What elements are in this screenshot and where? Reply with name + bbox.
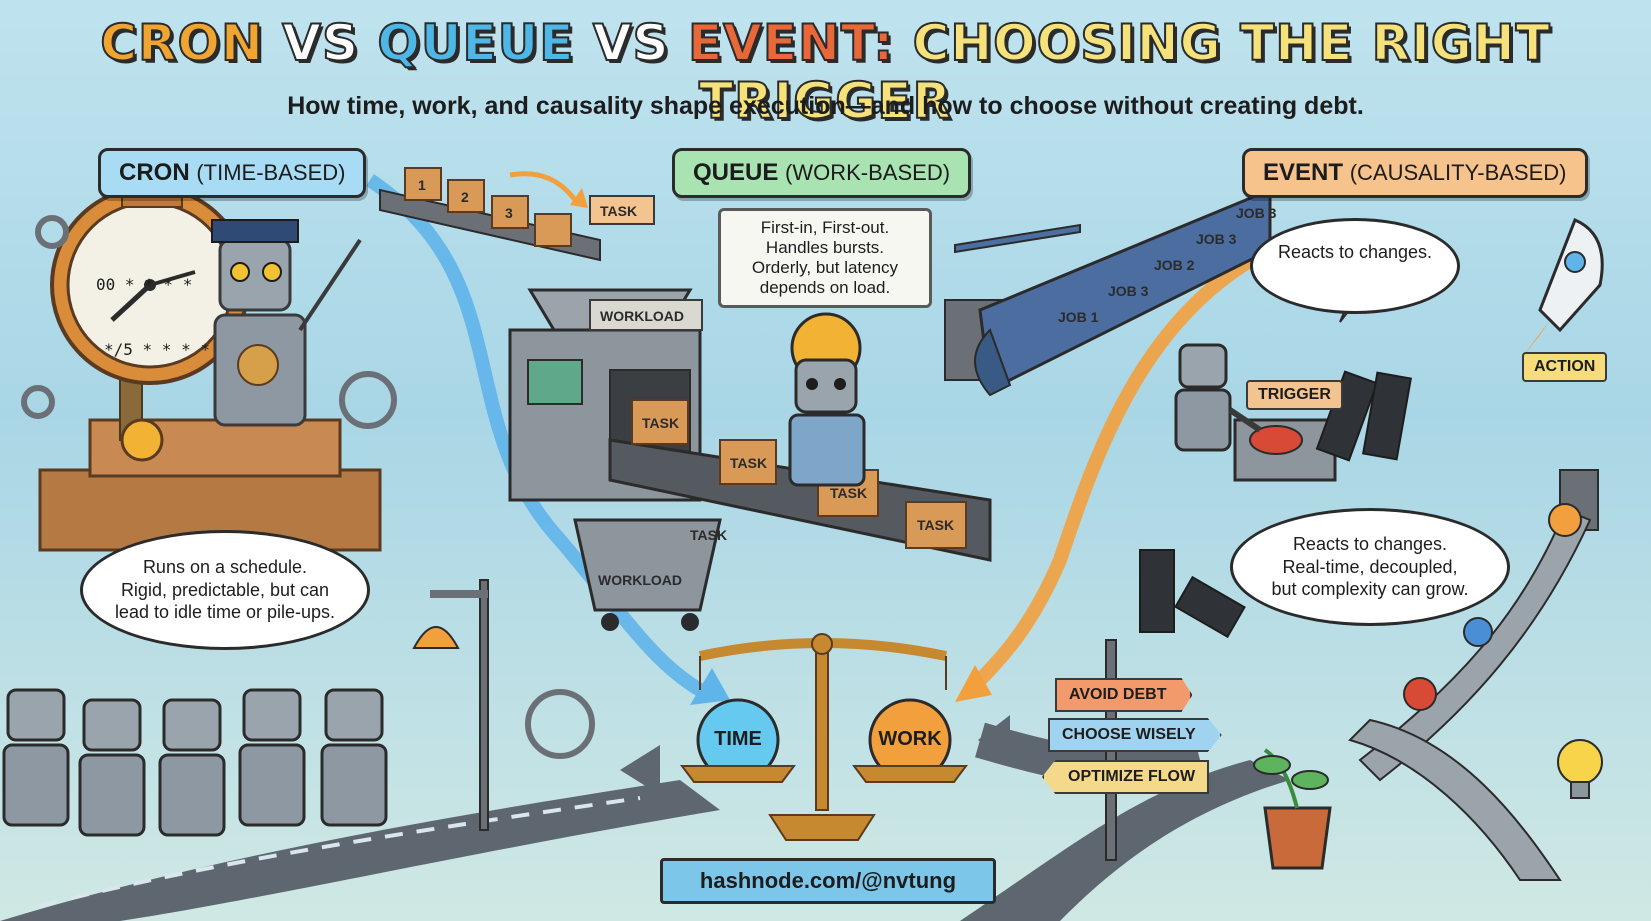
- scale-time-label: TIME: [714, 728, 762, 750]
- cron-line-2: Rigid, predictable, but can: [120, 579, 330, 600]
- scale-work-label: WORK: [878, 728, 942, 750]
- robot-conductor: [211, 219, 362, 427]
- event-react-bubble: Reacts to changes.: [1250, 218, 1460, 314]
- author-url-banner[interactable]: hashnode.com/@nvtung: [660, 858, 996, 904]
- robot-crowd: [2, 688, 388, 837]
- box-1-label: 1: [418, 177, 426, 193]
- gear-icons: [21, 215, 595, 759]
- road-left: [0, 780, 720, 921]
- task-tag-top-label: TASK: [600, 203, 637, 219]
- event-line-2: Real-time, decoupled,: [1282, 556, 1458, 577]
- section-event-name: EVENT: [1263, 159, 1344, 186]
- event-line-3: but complexity can grow.: [1271, 579, 1469, 600]
- queue-machine: [508, 288, 992, 631]
- ball-track: [1348, 469, 1599, 881]
- title-vs-2: VS: [592, 13, 670, 73]
- clock-cron-2: */5 * * * *: [104, 340, 210, 359]
- section-queue-name: QUEUE: [693, 159, 779, 186]
- section-event-qualifier: (CAUSALITY-BASED): [1349, 160, 1567, 185]
- queue-description-sign: First-in, First-out. Handles bursts. Ord…: [718, 208, 932, 308]
- workload-top-label: WORKLOAD: [600, 308, 684, 324]
- cron-line-3: lead to idle time or pile-ups.: [114, 602, 336, 623]
- balance-scale: [680, 633, 968, 841]
- conveyor-top: [379, 167, 601, 262]
- road-sign-choose-wisely: CHOOSE WISELY: [1048, 718, 1222, 752]
- trigger-tag: TRIGGER: [1246, 380, 1343, 410]
- task-label-5: TASK: [690, 527, 727, 543]
- queue-line-2: Handles bursts.: [765, 238, 885, 257]
- action-tag: ACTION: [1522, 352, 1608, 382]
- rocket: [1520, 218, 1604, 360]
- section-label-event: EVENT (CAUSALITY-BASED): [1242, 148, 1588, 198]
- title-event: EVENT:: [687, 13, 895, 73]
- train-car-5-label: JOB 3: [1236, 205, 1277, 221]
- section-cron-qualifier: (TIME-BASED): [196, 160, 346, 185]
- train-car-2-label: JOB 3: [1108, 283, 1149, 299]
- road-sign-optimize-flow: OPTIMIZE FLOW: [1042, 760, 1210, 794]
- section-label-cron: CRON (TIME-BASED): [98, 148, 367, 198]
- cron-line-1: Runs on a schedule.: [142, 557, 308, 578]
- plant-pot: [1253, 748, 1332, 870]
- box-2-label: 2: [461, 189, 469, 205]
- event-flow-arrow: [965, 233, 1293, 695]
- workload-cart-label: WORKLOAD: [598, 572, 682, 588]
- cron-thought-bubble: Runs on a schedule. Rigid, predictable, …: [80, 530, 370, 650]
- train-car-4-label: JOB 3: [1196, 231, 1237, 247]
- bell-post: [412, 579, 489, 831]
- train-car-3-label: JOB 2: [1154, 257, 1195, 273]
- title-rest: CHOOSING THE RIGHT TRIGGER: [698, 13, 1551, 131]
- box-3-label: 3: [505, 205, 513, 221]
- road-sign-avoid-debt: AVOID DEBT: [1055, 678, 1193, 712]
- workload-sign-top: WORKLOAD: [589, 299, 703, 331]
- lightbulb-icon: [1557, 739, 1603, 799]
- event-robot: [1174, 343, 1262, 452]
- queue-line-4: depends on load.: [759, 278, 891, 297]
- page-title: CRON VS QUEUE VS EVENT: CHOOSING THE RIG…: [0, 13, 1651, 131]
- queue-line-3: Orderly, but latency: [751, 258, 899, 277]
- section-label-queue: QUEUE (WORK-BASED): [672, 148, 972, 198]
- section-queue-qualifier: (WORK-BASED): [785, 160, 951, 185]
- domino-chain: [1139, 370, 1413, 639]
- task-label-3: TASK: [830, 485, 867, 501]
- title-queue: QUEUE: [376, 13, 575, 73]
- worker-robot: [788, 312, 866, 487]
- queue-line-1: First-in, First-out.: [760, 218, 890, 237]
- page-subtitle: How time, work, and causality shape exec…: [287, 92, 1364, 120]
- clock-tower: [38, 184, 382, 552]
- react-bubble-text: Reacts to changes.: [1277, 242, 1433, 262]
- title-vs-1: VS: [281, 13, 359, 73]
- task-tag-top: TASK: [589, 195, 655, 225]
- task-label-2: TASK: [730, 455, 767, 471]
- title-cron: CRON: [99, 13, 264, 73]
- clock-cron-1: 00 * * * *: [96, 275, 192, 294]
- task-label-1: TASK: [642, 415, 679, 431]
- train-car-1-label: JOB 1: [1058, 309, 1099, 325]
- road-right: [960, 760, 1290, 921]
- task-label-4: TASK: [917, 517, 954, 533]
- event-line-1: Reacts to changes.: [1292, 534, 1448, 555]
- section-cron-name: CRON: [119, 159, 190, 186]
- event-thought-bubble: Reacts to changes. Real-time, decoupled,…: [1230, 508, 1510, 626]
